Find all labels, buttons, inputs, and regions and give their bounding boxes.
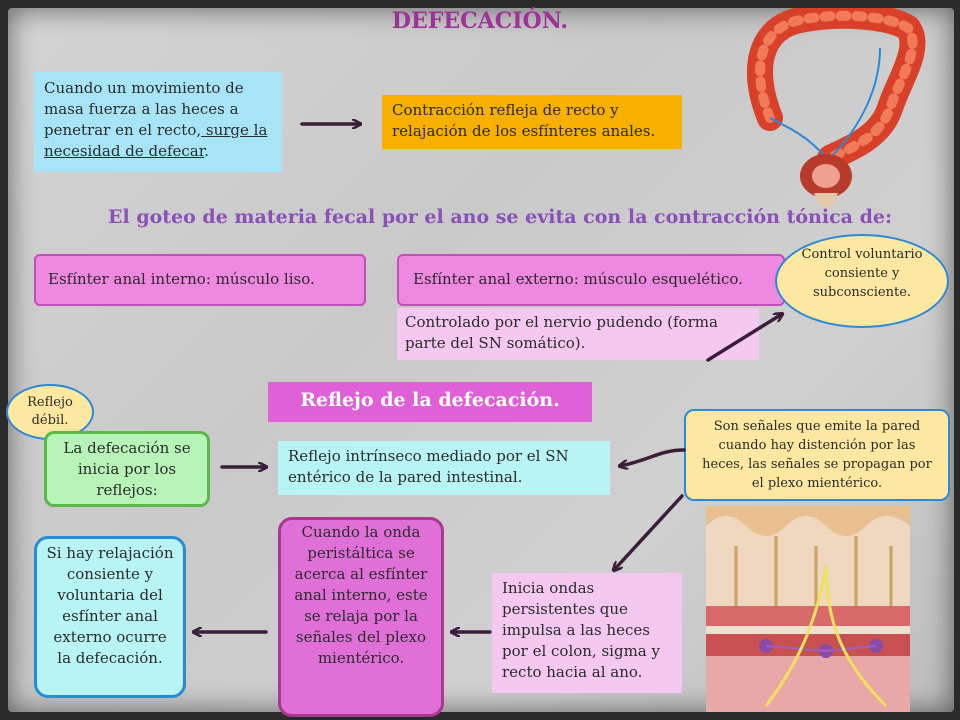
box-esfinter-interno: Esfínter anal interno: músculo liso. (34, 254, 366, 306)
box-inicia-reflejos: La defecación se inicia por los reflejos… (44, 431, 210, 507)
box-contraccion-refleja: Contracción refleja de recto y relajació… (382, 95, 682, 149)
box-inicia-ondas: Inicia ondas persistentes que impulsa a … (492, 573, 682, 693)
movimiento-text-b: surge la necesidad de defecar (44, 121, 268, 160)
oval-control-voluntario: Control voluntario consiente y subconsci… (775, 234, 949, 328)
goteo-heading: El goteo de materia fecal por el ano se … (108, 206, 892, 228)
box-si-hay-relajacion: Si hay relajación consiente y voluntaria… (34, 536, 186, 698)
box-senales-pared: Son señales que emite la pared cuando ha… (684, 409, 950, 501)
oval-reflejo-debil: Reflejo débil. (6, 384, 94, 440)
box-esfinter-externo: Esfínter anal externo: músculo esqueléti… (397, 254, 785, 306)
colon-illustration (747, 8, 926, 206)
box-nervio-pudendo: Controlado por el nervio pudendo (forma … (397, 308, 759, 360)
movimiento-text-c: . (204, 142, 210, 160)
box-reflejo-intrinseco: Reflejo intrínseco mediado por el SN ent… (278, 441, 610, 495)
box-movimiento-masa: Cuando un movimiento de masa fuerza a la… (34, 72, 282, 172)
intestinal-wall-illustration (706, 506, 910, 712)
reflejo-heading: Reflejo de la defecación. (268, 382, 592, 422)
page-title: DEFECACIÓN. (391, 8, 569, 34)
box-onda-peristaltica: Cuando la onda peristáltica se acerca al… (278, 517, 444, 717)
movimiento-text-a: Cuando un movimiento de masa fuerza a la… (44, 79, 244, 139)
